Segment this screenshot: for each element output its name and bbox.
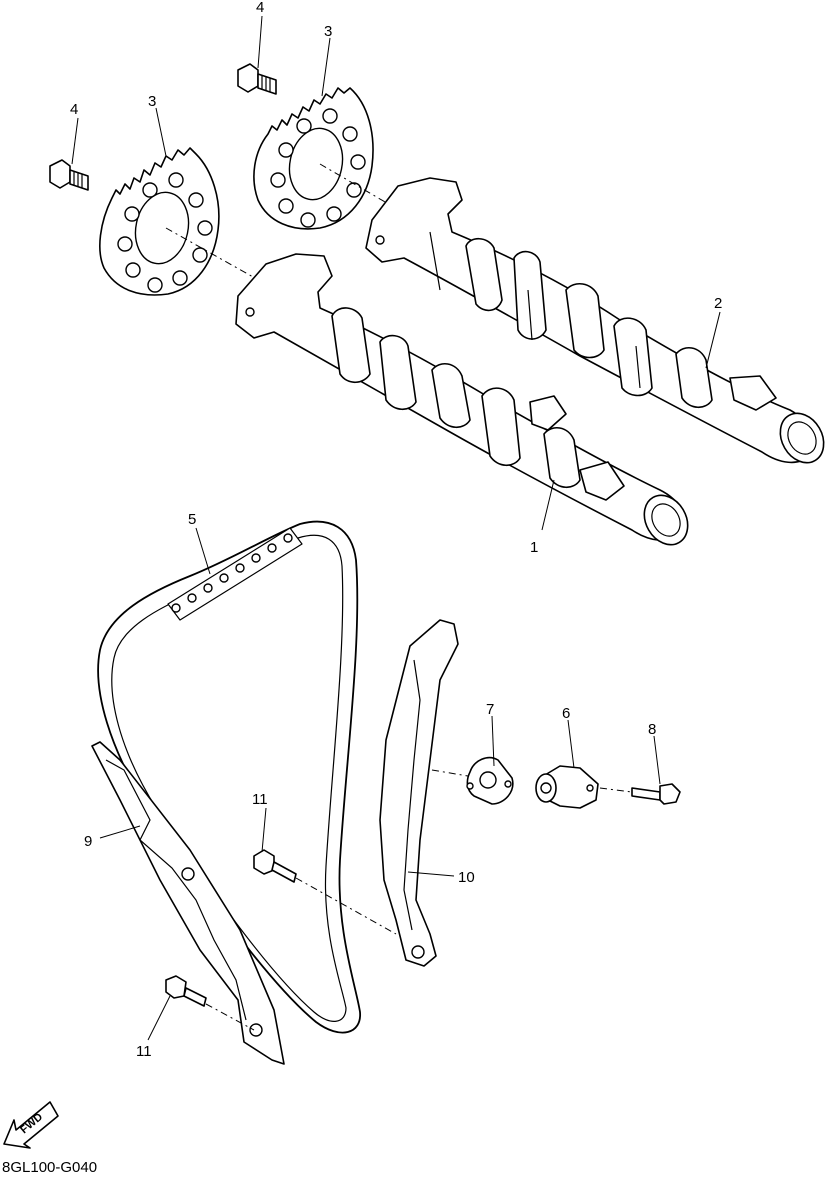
fwd-arrow-icon: FWD: [3, 1101, 59, 1149]
camshaft-1: [235, 253, 689, 546]
camshaft-sprocket-left: [99, 147, 220, 296]
callout-4-right: 4: [256, 0, 264, 16]
callout-11-upper: 11: [252, 791, 268, 808]
callout-2: 2: [714, 295, 722, 312]
camshaft-2: [365, 177, 825, 464]
callout-1: 1: [530, 539, 538, 556]
callout-3-left: 3: [148, 93, 156, 110]
callout-10: 10: [458, 869, 475, 886]
cam-chain: [97, 520, 361, 1034]
guide-bolt-lower: [165, 975, 207, 1007]
leader-lines: [71, 15, 721, 1041]
bolt-left: [49, 159, 89, 191]
chain-tensioner: [535, 765, 599, 809]
chain-tensioner-guide: [379, 619, 459, 967]
tensioner-bolt: [631, 783, 681, 805]
callout-3-right: 3: [324, 23, 332, 40]
callout-7: 7: [486, 701, 494, 718]
camshaft-sprocket-right: [253, 87, 374, 230]
callout-5: 5: [188, 511, 196, 528]
callout-8: 8: [648, 721, 656, 738]
diagram-code: 8GL100-G040: [2, 1159, 97, 1176]
callout-4-left: 4: [70, 101, 78, 118]
tensioner-gasket: [466, 756, 514, 805]
guide-bolt-upper: [253, 849, 297, 883]
callout-11-lower: 11: [136, 1043, 152, 1060]
callout-6: 6: [562, 705, 570, 722]
callout-9: 9: [84, 833, 92, 850]
chain-guide-intake: [91, 741, 285, 1065]
bolt-right: [237, 63, 277, 95]
